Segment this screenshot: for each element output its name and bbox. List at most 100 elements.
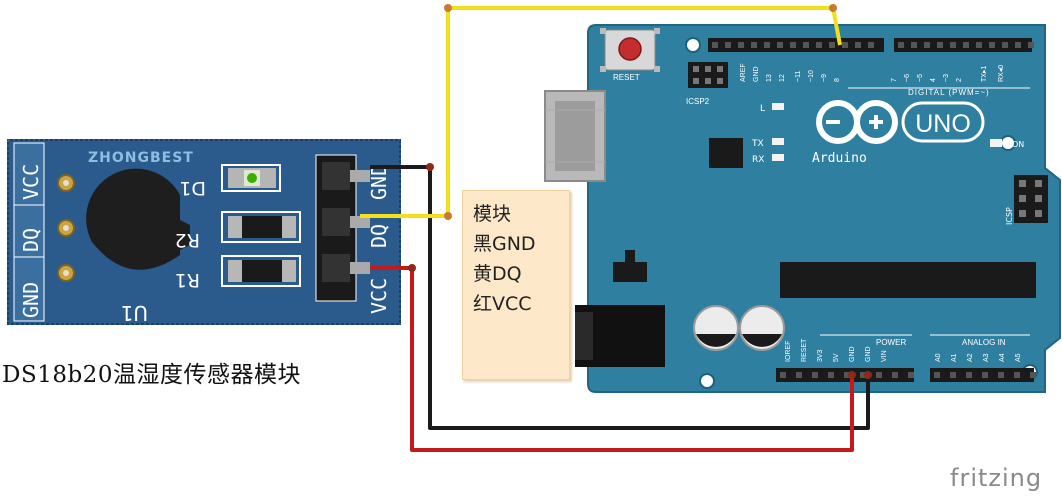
icsp2-label: ICSP2 [686,97,710,106]
analog-pin-label: A5 [1015,353,1022,362]
led-d1 [221,164,281,192]
digital-pin-label: ~9 [821,74,828,82]
header-hole [950,42,956,48]
analog-pin-label: A3 [983,353,990,362]
header-hole [966,372,972,378]
wire-bend-point [444,4,452,12]
digital-pin-label: 2 [956,78,963,82]
mount-hole [685,37,701,53]
module-left-pin-dq: DQ [19,228,43,252]
note-line-gnd: 黑GND [473,233,536,255]
power-pin-label: 3V3 [817,349,824,362]
led-label-tx: TX [751,139,764,149]
header-holes [712,42,1036,378]
digital-pin-label: ~11 [795,71,802,82]
on-label: ON [1012,140,1024,149]
header-hole [796,372,802,378]
header-hole [1030,372,1036,378]
digital-pin-label: 12 [779,74,786,82]
wire-bend-point [829,4,837,12]
analog-label: ANALOG IN [962,338,1006,347]
digital-pin-label: ~3 [943,74,950,82]
header-hole [911,42,917,48]
uno-logo-text: UNO [915,110,971,138]
wire-bend-point [864,371,872,379]
module-left-pin-vcc: VCC [19,164,43,200]
onboard-leds [772,103,784,161]
header-hole [937,42,943,48]
microcontroller-chip [780,262,1036,298]
label-r1: R1 [175,269,200,291]
header-hole [1028,42,1034,48]
header-hole [950,372,956,378]
header-hole [842,42,848,48]
header-hole [855,42,861,48]
power-pin-label: RESET [801,338,808,362]
analog-pin-label: A2 [967,353,974,362]
module-left-pins: VCC DQ GND [13,142,45,322]
digital-pin-label: RX◂0 [998,65,1005,82]
wire-bend-point [408,264,416,272]
header-hole [1015,42,1021,48]
usb-connector [544,90,606,182]
voltage-regulator [613,250,647,282]
icsp-label: ICSP [1005,207,1014,225]
header-hole [1014,372,1020,378]
wire-gnd [370,165,870,430]
header-hole [812,372,818,378]
header-hole [976,42,982,48]
analog-pin-label: A0 [935,353,942,362]
digital-pin-label: ~5 [917,74,924,82]
digital-pin-label: AREF [740,63,747,82]
label-r2: R2 [175,229,200,251]
capacitors [693,305,785,351]
label-u1: U1 [121,301,148,325]
sensor-chip [86,168,190,270]
header-hole [738,42,744,48]
module-right-pins: GND DQ VCC [367,164,391,314]
header-hole [898,42,904,48]
note-line-dq: 黄DQ [473,263,522,285]
header-hole [868,42,874,48]
wire-vcc [370,266,854,452]
ds18b20-module: VCC DQ GND ZHONGBEST D1 R2 R1 U1 [7,139,401,325]
power-label: POWER [876,338,906,347]
header-hole [764,42,770,48]
header-hole [777,42,783,48]
header-hole [803,42,809,48]
reset-button[interactable] [600,28,660,72]
header-hole [924,42,930,48]
label-d1: D1 [179,177,206,199]
module-left-pin-gnd: GND [19,282,43,318]
power-pin-label: IOREF [785,341,792,362]
digital-pin-label: 8 [834,78,841,82]
header-hole [982,372,988,378]
led-label-rx: RX [752,155,764,165]
module-right-header [315,154,370,302]
header-hole [860,372,866,378]
fritzing-watermark: fritzing [950,464,1043,492]
usb-chip [709,138,743,168]
resistor-r2 [221,211,301,243]
wires [360,4,872,452]
arduino-brand-text: Arduino [812,151,867,166]
mount-hole [699,373,715,389]
header-hole [725,42,731,48]
wire-bend-point [848,371,856,379]
header-hole [876,372,882,378]
header-hole [790,42,796,48]
icsp2-header [688,62,728,88]
header-hole [829,42,835,48]
on-led [990,139,1002,147]
header-hole [934,372,940,378]
digital-pin-label: TX▸1 [981,66,988,82]
reset-label: RESET [613,73,640,82]
arduino-logo [816,100,985,144]
header-hole [998,372,1004,378]
module-caption: DS18b20温湿度传感器模块 [2,362,301,388]
digital-pin-label: ~6 [904,74,911,82]
power-pin-label: GND [865,346,872,362]
